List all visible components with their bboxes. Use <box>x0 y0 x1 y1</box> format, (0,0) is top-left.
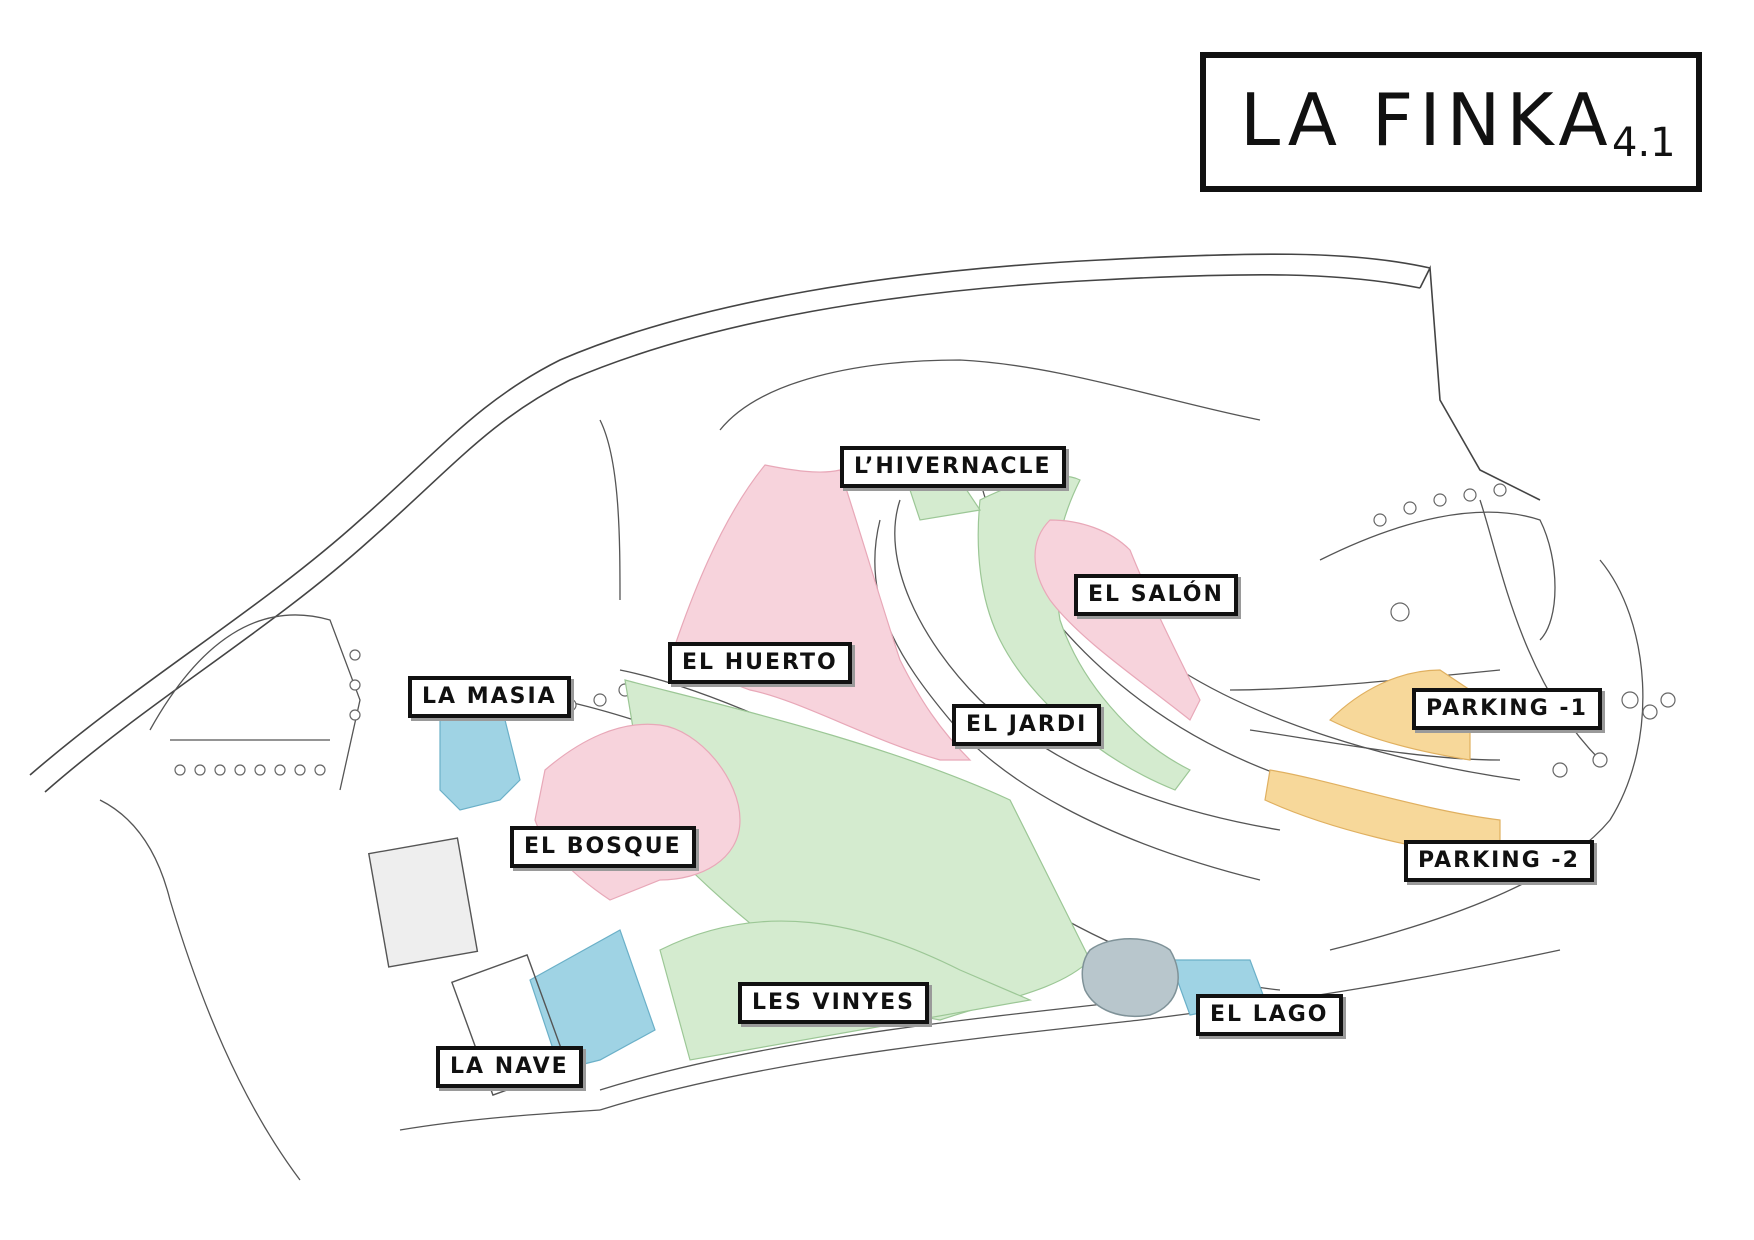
label-el-lago[interactable]: EL LAGO <box>1196 994 1343 1036</box>
map-version: 4.1 <box>1612 120 1676 166</box>
el-lago-water <box>1081 938 1179 1017</box>
tree-markers <box>174 483 1676 778</box>
label-parking-1[interactable]: PARKING -1 <box>1412 688 1602 730</box>
el-salon-area <box>1034 519 1201 721</box>
label-parking-2[interactable]: PARKING -2 <box>1404 840 1594 882</box>
label-la-masia[interactable]: LA MASIA <box>408 676 571 718</box>
label-el-salon[interactable]: EL SALÓN <box>1074 574 1238 616</box>
perimeter-road <box>29 253 1541 793</box>
label-les-vinyes[interactable]: LES VINYES <box>738 982 929 1024</box>
title-box: LA FINKA 4.1 <box>1200 52 1702 192</box>
el-jardi-area <box>977 475 1191 791</box>
label-la-nave[interactable]: LA NAVE <box>436 1046 583 1088</box>
label-l-hivernacle[interactable]: L’HIVERNACLE <box>840 446 1066 488</box>
label-el-bosque[interactable]: EL BOSQUE <box>510 826 696 868</box>
map-title: LA FINKA <box>1240 78 1614 162</box>
label-el-jardi[interactable]: EL JARDI <box>952 704 1102 746</box>
label-el-huerto[interactable]: EL HUERTO <box>668 642 852 684</box>
